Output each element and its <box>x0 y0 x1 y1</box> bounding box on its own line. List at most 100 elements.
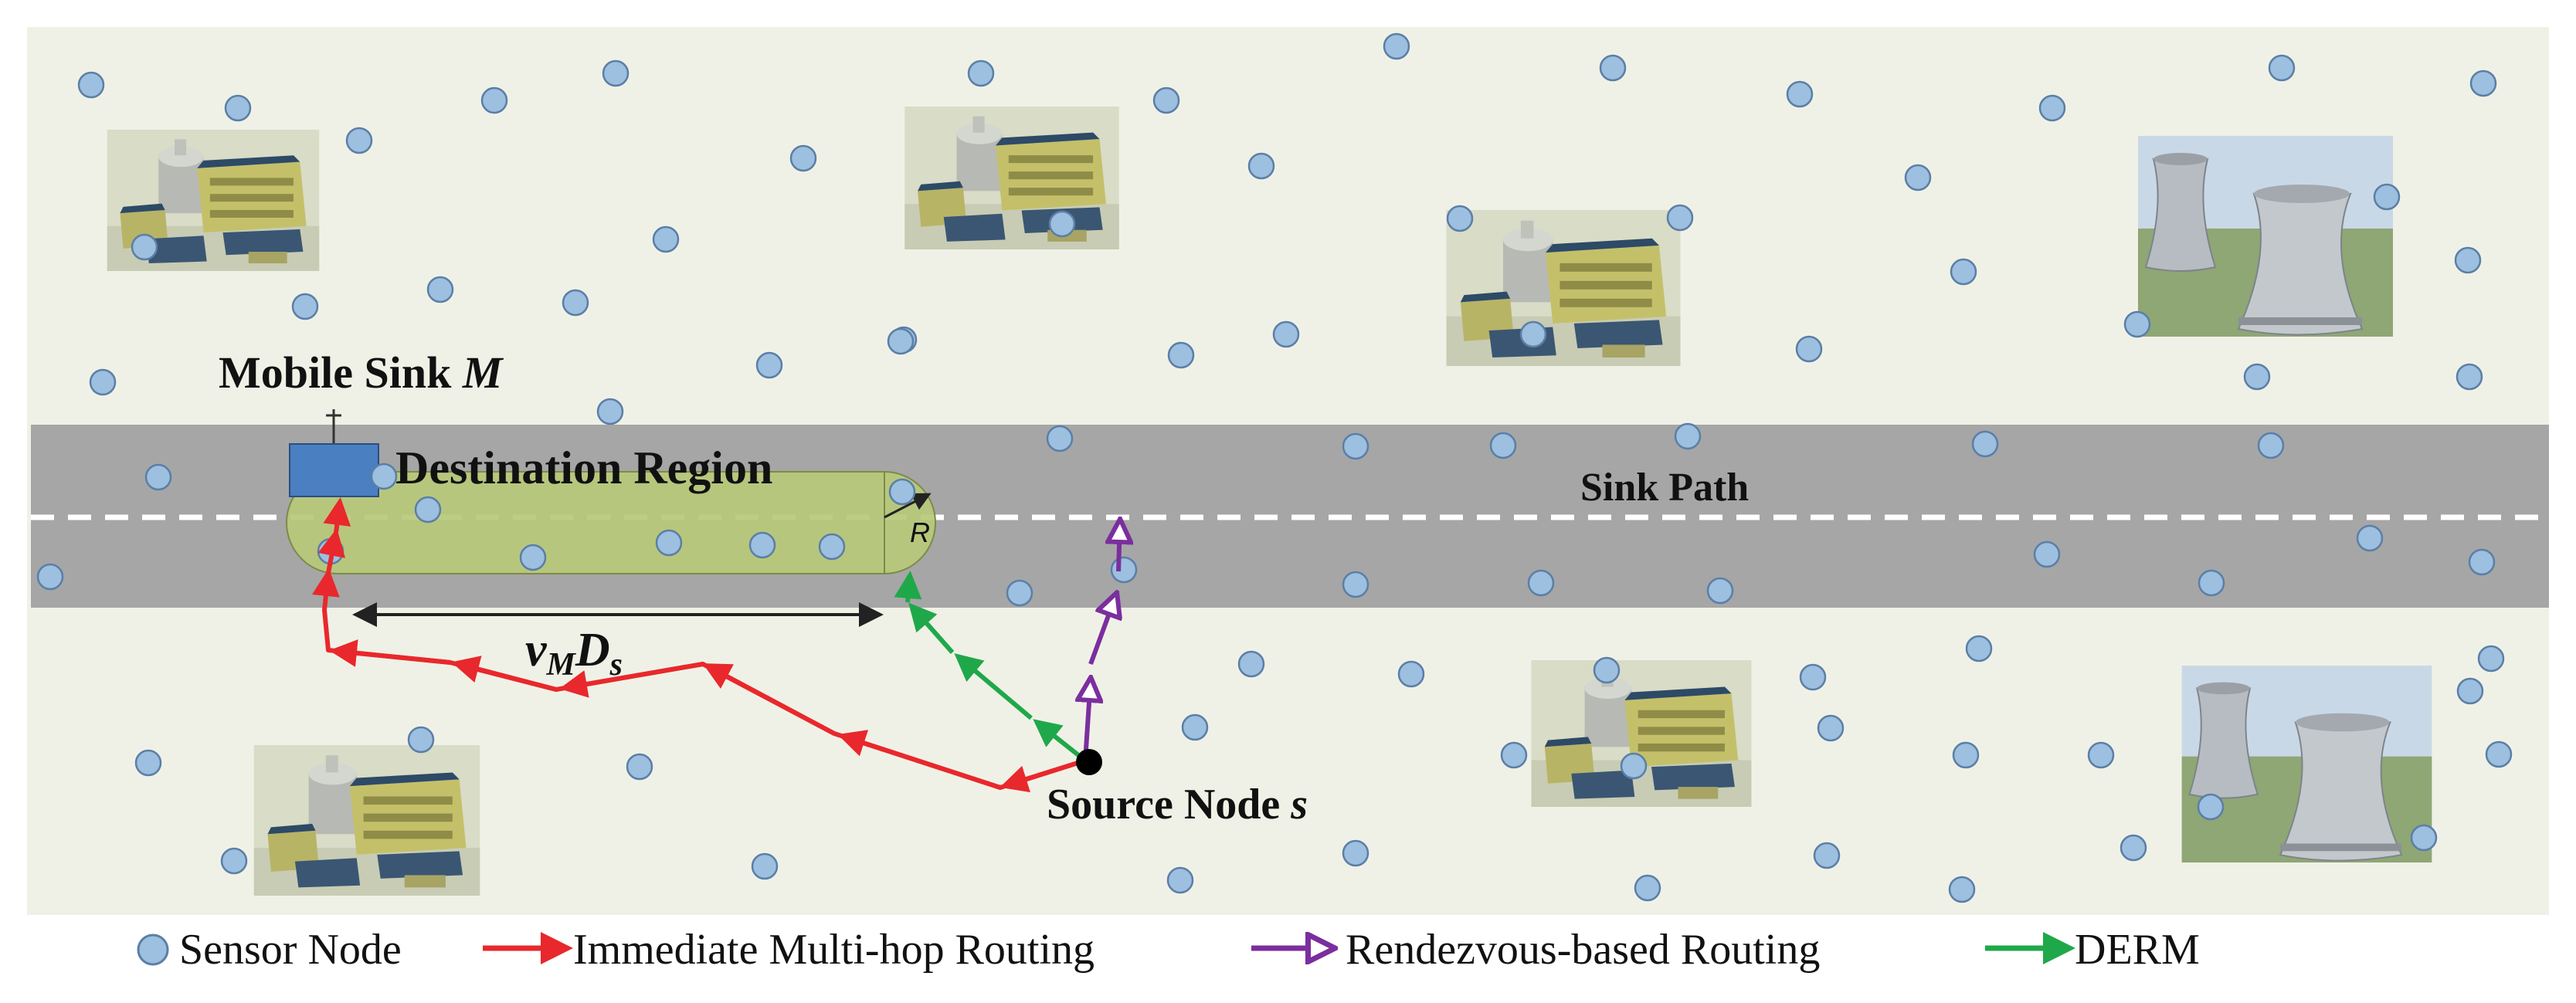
sensor-node <box>1817 714 1845 742</box>
sensor-node <box>1247 152 1275 180</box>
sensor-node <box>596 398 624 425</box>
mobile-sink-label: Mobile Sink M <box>219 347 504 398</box>
sink-path-label: Sink Path <box>1580 466 1749 510</box>
sensor-node <box>1620 752 1648 780</box>
sensor-node <box>131 233 158 261</box>
sensor-node <box>1046 425 1074 452</box>
sensor-node <box>1666 204 1694 232</box>
distance-label: vMDs <box>525 624 623 683</box>
sensor-node <box>1152 86 1180 114</box>
sensor-node <box>562 289 589 317</box>
sensor-node <box>751 852 779 880</box>
sensor-node <box>1110 556 1138 584</box>
sensor-node <box>1527 569 1555 597</box>
sensor-node <box>2087 741 2115 769</box>
sensor-node <box>1181 713 1209 741</box>
legend-sensor-label: Sensor Node <box>179 926 402 974</box>
sensor-node <box>224 94 252 122</box>
radius-label: R <box>910 517 930 548</box>
sensor-node <box>2123 310 2151 338</box>
cooling-tower-icon <box>2181 666 2433 862</box>
sensor-node <box>1950 258 1977 286</box>
sensor-node <box>602 59 630 87</box>
sensor-node <box>1166 866 1194 894</box>
sensor-node <box>755 351 783 379</box>
radius-arrow <box>884 493 932 519</box>
sensor-node <box>2356 524 2384 552</box>
sensor-node <box>407 726 435 754</box>
sensor-node <box>480 86 508 114</box>
sensor-node <box>1904 164 1932 191</box>
sensor-node <box>1342 432 1369 460</box>
source-node-label: Source Node s <box>1047 781 1308 828</box>
sensor-node <box>1397 660 1425 688</box>
sensor-node <box>2038 94 2066 122</box>
sensor-node <box>626 753 653 781</box>
sensor-node <box>2477 645 2505 673</box>
legend-sensor-icon <box>137 934 169 966</box>
sensor-node <box>818 533 846 561</box>
sensor-node <box>789 144 817 172</box>
sensor-node <box>426 276 454 303</box>
sensor-node <box>345 127 373 154</box>
cooling-tower-icon <box>2136 136 2394 337</box>
sensor-node <box>89 368 117 396</box>
destination-region-label: Destination Region <box>395 442 772 493</box>
sensor-node <box>1799 663 1827 691</box>
sensor-nodes <box>36 32 2513 903</box>
legend-derm-label: DERM <box>2075 926 2200 974</box>
sensor-node <box>220 847 248 875</box>
sensor-node <box>1519 320 1547 348</box>
sensor-node <box>134 749 162 777</box>
sensor-node <box>2033 540 2061 568</box>
sensor-node <box>1006 579 1033 607</box>
sensor-node <box>2468 548 2496 576</box>
sensor-node <box>1674 422 1702 450</box>
sensor-node <box>1786 80 1814 108</box>
sensor-node <box>1634 874 1661 902</box>
sensor-node <box>2268 54 2296 82</box>
sensor-node <box>519 544 547 571</box>
immediate-routing-heads <box>329 639 1086 793</box>
sensor-node <box>2197 793 2225 821</box>
sensor-node <box>1971 430 1999 458</box>
sensor-node <box>1272 320 1300 348</box>
sensor-node <box>36 563 64 591</box>
power-plant-icon <box>1446 210 1681 366</box>
sensor-node <box>655 529 683 557</box>
sensor-node <box>1948 876 1976 903</box>
sensor-node <box>2120 834 2147 862</box>
sensor-node <box>414 496 442 524</box>
legend: Sensor Node Immediate Multi-hop Routing … <box>137 926 2200 974</box>
mobile-sink-icon <box>289 443 379 497</box>
sensor-node <box>2257 432 2285 459</box>
sensor-node <box>1813 842 1841 869</box>
power-plant-icon <box>904 107 1119 249</box>
sensor-node <box>888 478 916 506</box>
sensor-node <box>2469 69 2497 97</box>
sensor-node <box>144 463 172 491</box>
sensor-node <box>1048 210 1076 238</box>
rendezvous-routing <box>1085 521 1120 761</box>
power-plant-icon <box>253 745 480 896</box>
sensor-node <box>1167 341 1195 369</box>
sensor-node <box>1342 571 1369 598</box>
sensor-node <box>2456 363 2483 391</box>
legend-rendezvous-label: Rendezvous-based Routing <box>1346 926 1820 974</box>
sensor-node <box>77 71 105 99</box>
sensor-node <box>291 293 319 320</box>
sensor-node <box>1500 741 1528 769</box>
sensor-node <box>1599 54 1627 82</box>
sensor-node <box>1706 577 1734 605</box>
sensor-node <box>1237 650 1265 678</box>
sensor-node <box>1952 741 1980 769</box>
source-node <box>1076 749 1102 775</box>
sensor-node <box>2198 569 2225 597</box>
sensor-node <box>1965 635 1993 662</box>
sensor-node <box>1795 335 1823 363</box>
sensor-node <box>2454 246 2482 274</box>
sensor-node <box>370 463 398 490</box>
sensor-node <box>2243 363 2271 391</box>
sensor-node <box>1383 32 1410 60</box>
